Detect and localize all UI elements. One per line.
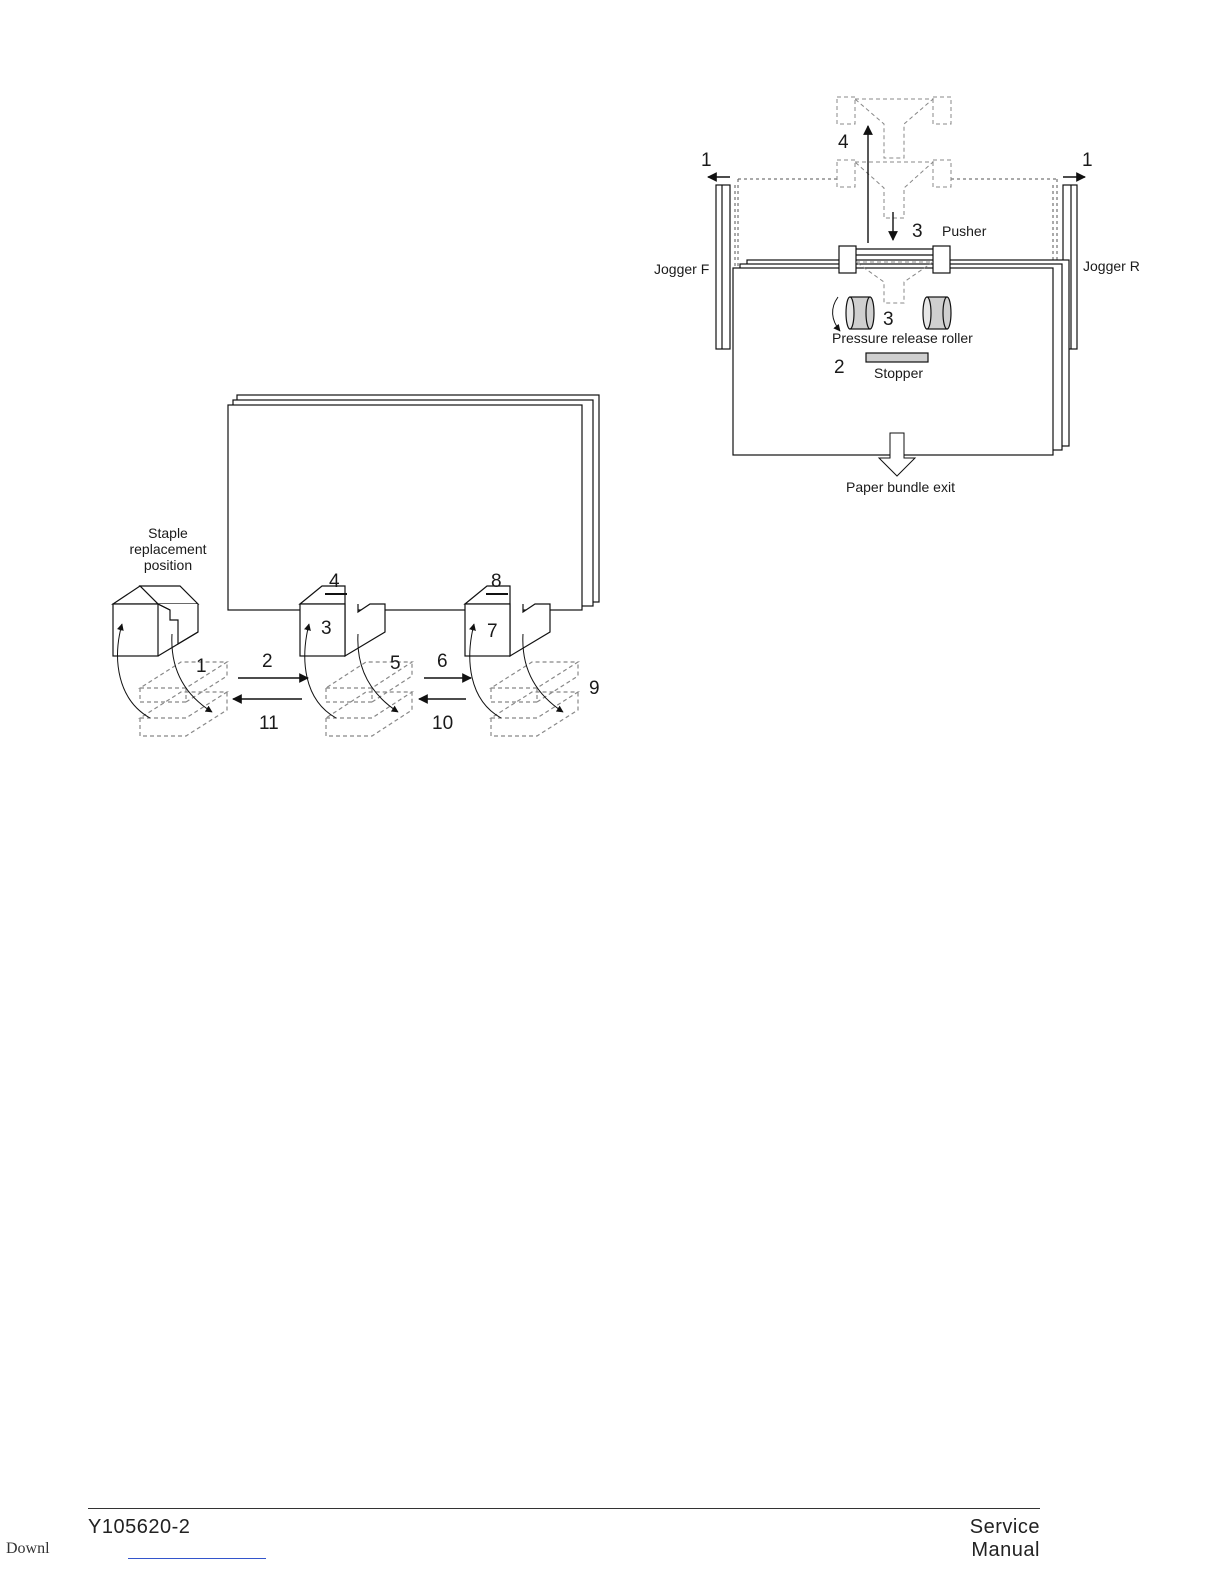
travel-arrows (233, 678, 471, 699)
jogger-front-label: Jogger F (654, 261, 709, 277)
jogger-step-2: 2 (834, 357, 845, 378)
replacement-label-line1: Staple (148, 525, 188, 541)
jogger-step-3-roller: 3 (883, 309, 894, 330)
doc-number: Y105620-2 (88, 1516, 190, 1539)
stopper-label: Stopper (874, 365, 923, 381)
replacement-label-line3: position (144, 557, 192, 573)
step-label-9: 9 (589, 678, 600, 699)
jogger-motion-arrows (708, 126, 1085, 243)
jogger-step-1-right: 1 (1082, 150, 1093, 171)
step-label-7: 7 (487, 621, 498, 642)
exit-label: Paper bundle exit (846, 479, 955, 495)
jogger-rear-label: Jogger R (1083, 258, 1140, 274)
step-label-8: 8 (491, 571, 502, 592)
step-label-6: 6 (437, 651, 448, 672)
manual-title: Service Manual (904, 1516, 1040, 1562)
paper-stack (228, 395, 599, 610)
jogger-step-3-pusher: 3 (912, 221, 923, 242)
step-label-4: 4 (329, 571, 340, 592)
stopper (866, 353, 928, 362)
watermark-link[interactable] (128, 1558, 266, 1559)
jogger-diagram (708, 97, 1085, 476)
jogger-step-4: 4 (838, 132, 849, 153)
step-label-3: 3 (321, 618, 332, 639)
pusher-label: Pusher (942, 223, 987, 239)
jogger-front (716, 185, 730, 349)
step-label-10: 10 (432, 713, 453, 734)
jogger-step-1-left: 1 (701, 150, 712, 171)
step-label-11: 11 (259, 713, 279, 734)
watermark-text: Downl (6, 1540, 50, 1558)
replacement-label-line2: replacement (129, 541, 206, 557)
roller-label: Pressure release roller (832, 330, 973, 346)
stapler-unit-replacement (113, 586, 198, 656)
step-label-1: 1 (196, 656, 207, 677)
step-label-5: 5 (390, 653, 401, 674)
footer-rule (88, 1508, 1040, 1509)
step-label-2: 2 (262, 651, 273, 672)
